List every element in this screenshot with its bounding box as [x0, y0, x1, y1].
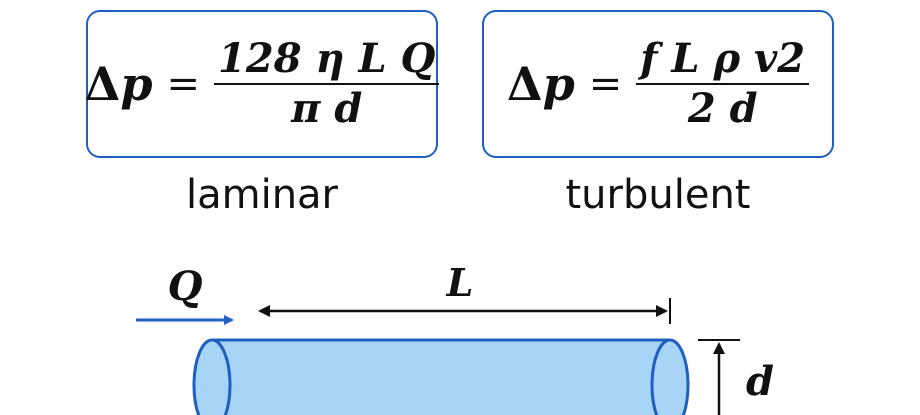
turbulent-numerator: f L ρ v2 — [640, 34, 806, 82]
flow-label: Q — [168, 263, 203, 310]
laminar-denominator: π d — [291, 85, 363, 133]
turbulent-fraction: f L ρ v2 2 d — [636, 34, 810, 134]
turbulent-denominator: 2 d — [687, 85, 758, 133]
equals-sign: = — [588, 61, 623, 107]
diameter-label: d — [746, 358, 774, 405]
length-label: L — [446, 260, 474, 305]
laminar-caption: laminar — [185, 172, 338, 218]
pressure-variable: p — [120, 57, 153, 111]
delta-symbol: Δ — [84, 57, 121, 111]
pipe-left-end — [192, 338, 232, 415]
pipe-body — [212, 340, 670, 415]
equals-sign: = — [166, 61, 201, 107]
pipe-right-end — [650, 338, 690, 415]
laminar-fraction: 128 η L Q π d — [214, 34, 440, 134]
turbulent-caption: turbulent — [565, 172, 751, 218]
fraction-bar — [214, 82, 440, 86]
laminar-numerator: 128 η L Q — [218, 34, 436, 82]
pressure-variable: p — [542, 57, 575, 111]
delta-symbol: Δ — [506, 57, 543, 111]
fraction-bar — [636, 82, 810, 86]
